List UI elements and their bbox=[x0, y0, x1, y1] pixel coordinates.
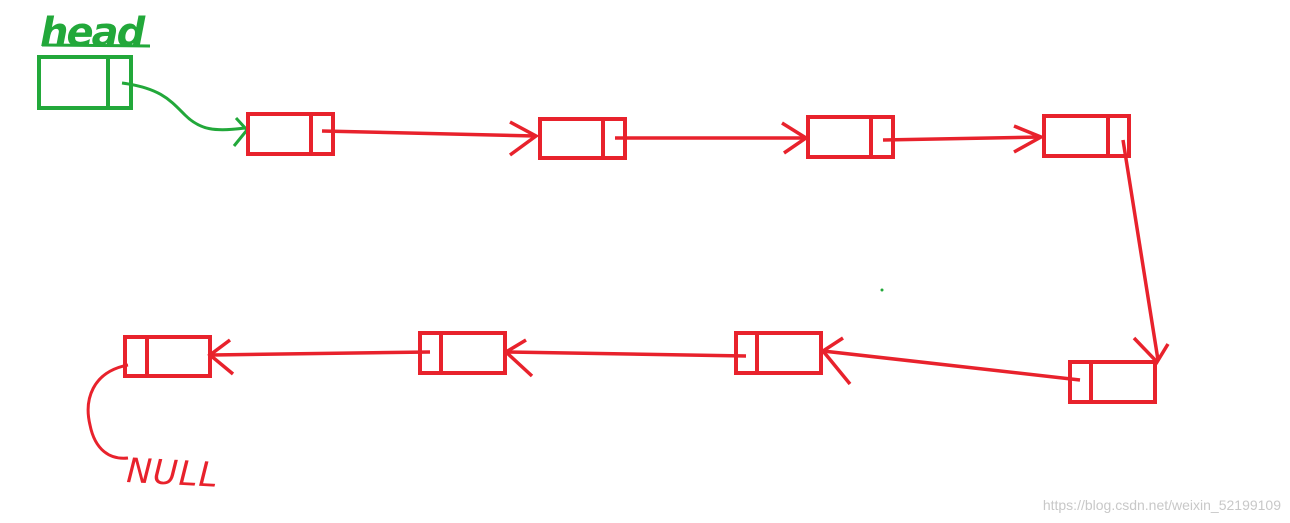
next-arrow-2-3 bbox=[615, 121, 810, 155]
stray-dot bbox=[880, 288, 884, 292]
next-arrow-7-8 bbox=[207, 338, 431, 376]
head-underline bbox=[41, 43, 151, 48]
list-node-1 bbox=[246, 112, 335, 156]
null-label: NULL bbox=[126, 451, 220, 496]
head-node bbox=[37, 55, 133, 110]
list-node-5 bbox=[1068, 360, 1157, 404]
next-arrow-5-6 bbox=[820, 336, 1081, 386]
list-node-6 bbox=[734, 331, 823, 375]
watermark: https://blog.csdn.net/weixin_52199109 bbox=[1043, 497, 1281, 513]
next-arrow-6-7 bbox=[503, 338, 747, 378]
head-pointer-arrow bbox=[121, 81, 249, 147]
head-label: head bbox=[40, 10, 146, 56]
null-pointer-line bbox=[86, 363, 129, 460]
list-node-3 bbox=[806, 115, 895, 159]
next-arrow-1-2 bbox=[321, 120, 540, 157]
next-arrow-3-4 bbox=[882, 124, 1046, 154]
list-node-2 bbox=[538, 117, 627, 160]
list-node-4 bbox=[1042, 114, 1131, 158]
list-node-8 bbox=[123, 335, 212, 378]
next-arrow-4-5 bbox=[1121, 139, 1170, 365]
list-node-7 bbox=[418, 331, 507, 375]
